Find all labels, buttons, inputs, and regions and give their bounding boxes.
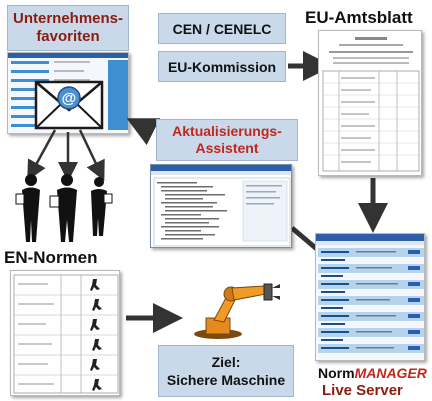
live-server-screenshot <box>315 233 425 361</box>
unternehmensfavoriten-line2: favoriten <box>36 28 100 45</box>
svg-text:@: @ <box>62 90 77 107</box>
en-normen-document <box>10 270 120 396</box>
manager-word: MANAGER <box>354 365 427 381</box>
aktualisierungs-assistent-box: Aktualisierungs- Assistent <box>156 119 298 161</box>
live-server-label: Live Server <box>322 382 403 399</box>
normmanager-label: NormMANAGER <box>318 365 427 381</box>
eu-amtsblatt-label: EU-Amtsblatt <box>305 8 413 27</box>
eu-kommission-box: EU-Kommission <box>158 51 286 82</box>
envelope-icon: @ <box>34 80 104 130</box>
eu-amtsblatt-document <box>318 30 422 176</box>
aktualisierung-line1: Aktualisierungs- <box>172 123 282 139</box>
ziel-box: Ziel: Sichere Maschine <box>158 345 294 397</box>
aktualisierung-line2: Assistent <box>195 140 259 156</box>
en-normen-label: EN-Normen <box>4 248 98 267</box>
unternehmensfavoriten-line1: Unternehmens- <box>12 10 124 27</box>
favorites-table-thumbnail <box>7 52 129 134</box>
at-sign-icon <box>57 86 81 110</box>
ziel-line2: Sichere Maschine <box>166 372 286 388</box>
assistant-window-graphic <box>151 165 291 247</box>
unternehmensfavoriten-label: Unternehmens- favoriten <box>7 5 129 51</box>
amtsblatt-page-graphic <box>322 37 420 172</box>
live-server-table-graphic <box>316 234 424 353</box>
cen-cenelc-box: CEN / CENELC <box>158 13 286 44</box>
norm-prefix: Norm <box>318 365 355 381</box>
ziel-line1: Ziel: <box>211 354 241 370</box>
people-silhouettes-icon <box>15 174 113 242</box>
assistant-window-thumbnail <box>150 164 292 248</box>
robot-arm-icon <box>194 283 280 339</box>
en-normen-page-graphic <box>13 274 119 394</box>
